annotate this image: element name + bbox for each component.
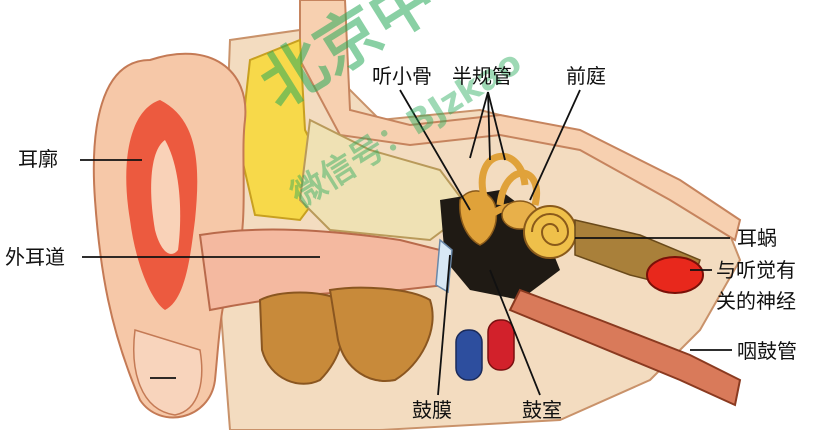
label-ossicles: 听小骨 (372, 64, 432, 88)
label-semicircular-canals: 半规管 (452, 64, 512, 88)
label-vestibule: 前庭 (566, 64, 606, 88)
cochlea-shape (524, 206, 576, 258)
auditory-nerve-shape (647, 257, 703, 293)
label-eardrum: 鼓膜 (412, 398, 452, 422)
label-auditory-nerve-1: 与听觉有 (716, 258, 796, 282)
label-ear-canal: 外耳道 (5, 245, 65, 269)
label-auditory-nerve-2: 关的神经 (716, 289, 796, 313)
label-eustachian-tube: 咽鼓管 (737, 339, 797, 363)
label-cochlea: 耳蜗 (737, 226, 777, 250)
label-tympanic-cavity: 鼓室 (522, 398, 562, 422)
vein-vessel (456, 330, 482, 380)
artery-vessel (488, 320, 514, 370)
label-auricle: 耳廓 (18, 147, 58, 171)
